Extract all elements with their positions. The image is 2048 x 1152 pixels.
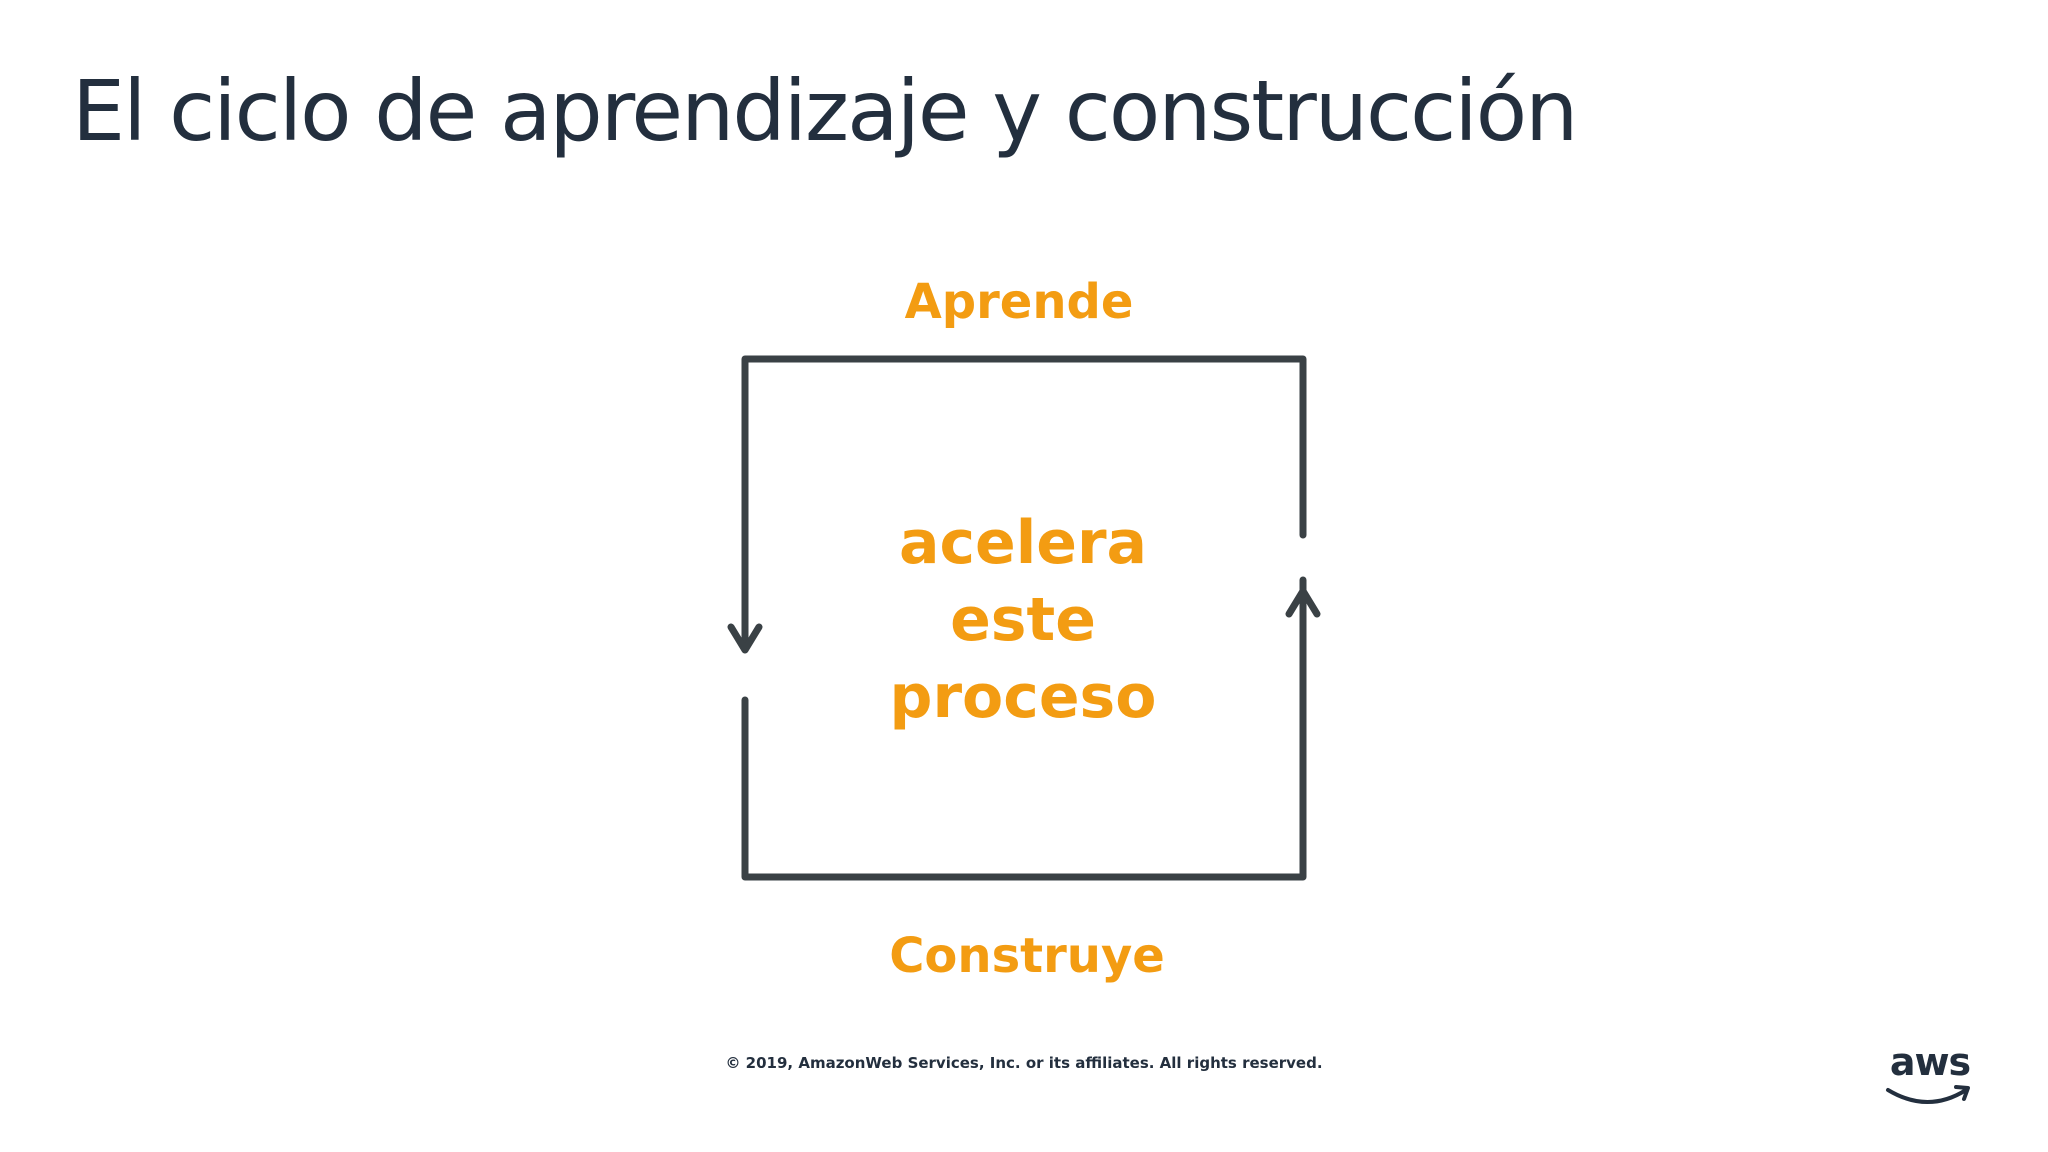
center-line-1: acelera	[898, 508, 1148, 578]
aws-logo: aws	[1882, 1040, 1978, 1112]
arrow-down-icon	[727, 623, 763, 654]
aws-logo-text: aws	[1889, 1040, 1971, 1084]
cycle-label-build: Construye	[889, 928, 1165, 984]
center-line-3: proceso	[889, 662, 1157, 732]
cycle-path-left	[741, 576, 1307, 881]
arrow-up-icon	[1285, 587, 1321, 618]
slide-title: El ciclo de aprendizaje y construcción	[72, 62, 1578, 160]
cycle-label-learn: Aprende	[904, 274, 1134, 330]
center-message: acelera este proceso	[723, 505, 1323, 736]
center-line-2: este	[950, 585, 1096, 655]
copyright-notice: © 2019, AmazonWeb Services, Inc. or its …	[725, 1054, 1323, 1072]
aws-smile-icon	[1886, 1085, 1970, 1104]
cycle-path-right	[741, 355, 1307, 649]
